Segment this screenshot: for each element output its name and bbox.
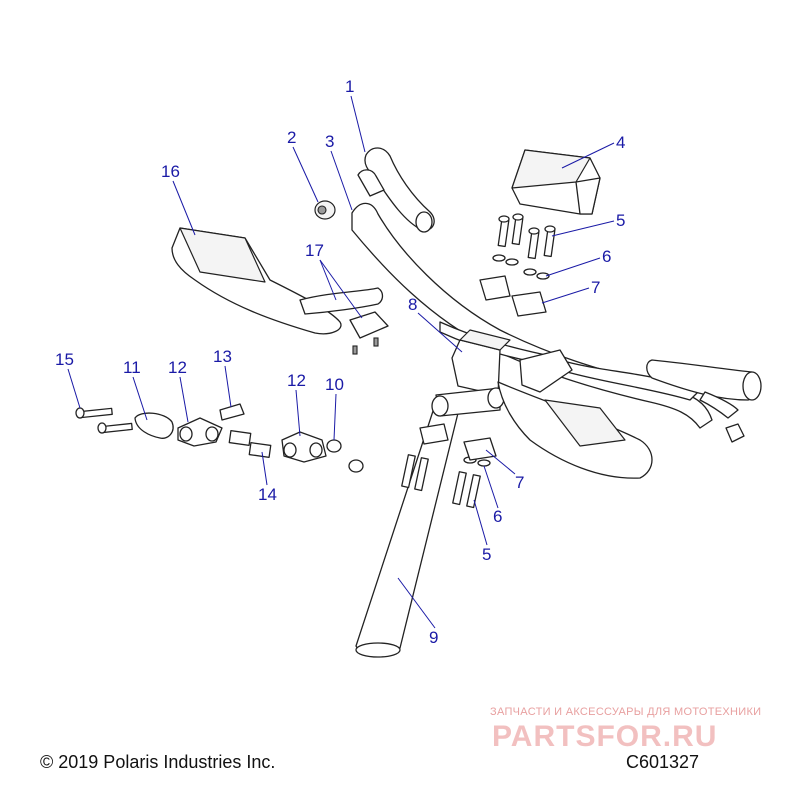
callout-17: 17 <box>305 241 324 260</box>
washer-upper <box>492 254 550 280</box>
callout-9: 9 <box>429 628 438 647</box>
callout-16: 16 <box>161 162 180 181</box>
nut <box>326 439 364 473</box>
callout-5b: 5 <box>482 545 491 564</box>
callout-8: 8 <box>408 295 417 314</box>
callout-13: 13 <box>213 347 232 366</box>
watermark-tagline: ЗАПЧАСТИ И АКСЕССУАРЫ ДЛЯ МОТОТЕХНИКИ <box>490 706 762 718</box>
handlebar-pad <box>511 149 601 215</box>
callout-4: 4 <box>616 133 625 152</box>
hand-guard-bracket <box>299 287 389 355</box>
callout-2: 2 <box>287 128 296 147</box>
callout-6: 6 <box>602 247 611 266</box>
watermark-logo: PARTSFOR.RU <box>492 720 718 753</box>
callout-7b: 7 <box>515 473 524 492</box>
clamp-lower <box>419 423 497 461</box>
grip-left <box>357 147 435 233</box>
bolt <box>75 407 133 434</box>
screw-upper <box>497 213 556 260</box>
callout-14: 14 <box>258 485 277 504</box>
clamp-upper <box>479 275 547 317</box>
leader-lines <box>67 95 615 629</box>
screw-lower <box>401 454 481 509</box>
grip-right <box>646 359 762 419</box>
bushing <box>219 403 245 421</box>
callout-5: 5 <box>616 211 625 230</box>
hand-guard <box>171 227 342 335</box>
callout-6b: 6 <box>493 507 502 526</box>
callout-12b: 12 <box>287 371 306 390</box>
copyright-text: © 2019 Polaris Industries Inc. <box>40 752 276 772</box>
callout-labels: 1 2 3 4 5 6 7 8 9 10 11 12 13 12 14 15 1… <box>55 77 625 647</box>
callout-15: 15 <box>55 350 74 369</box>
callout-3: 3 <box>325 132 334 151</box>
riser-clamp <box>451 329 573 396</box>
bar-end-plug <box>314 200 336 220</box>
end-plug-right <box>725 423 745 443</box>
callout-10: 10 <box>325 375 344 394</box>
callout-7: 7 <box>591 278 600 297</box>
clamp-right <box>281 431 327 463</box>
link-plate <box>134 412 174 439</box>
drawing-id: C601327 <box>626 752 700 772</box>
hand-guard-right <box>497 381 653 479</box>
spacer <box>228 430 272 458</box>
clamp-left <box>177 417 223 447</box>
callout-11: 11 <box>123 358 141 377</box>
callout-1: 1 <box>345 77 354 96</box>
callout-12: 12 <box>168 358 187 377</box>
steering-post <box>355 387 505 658</box>
